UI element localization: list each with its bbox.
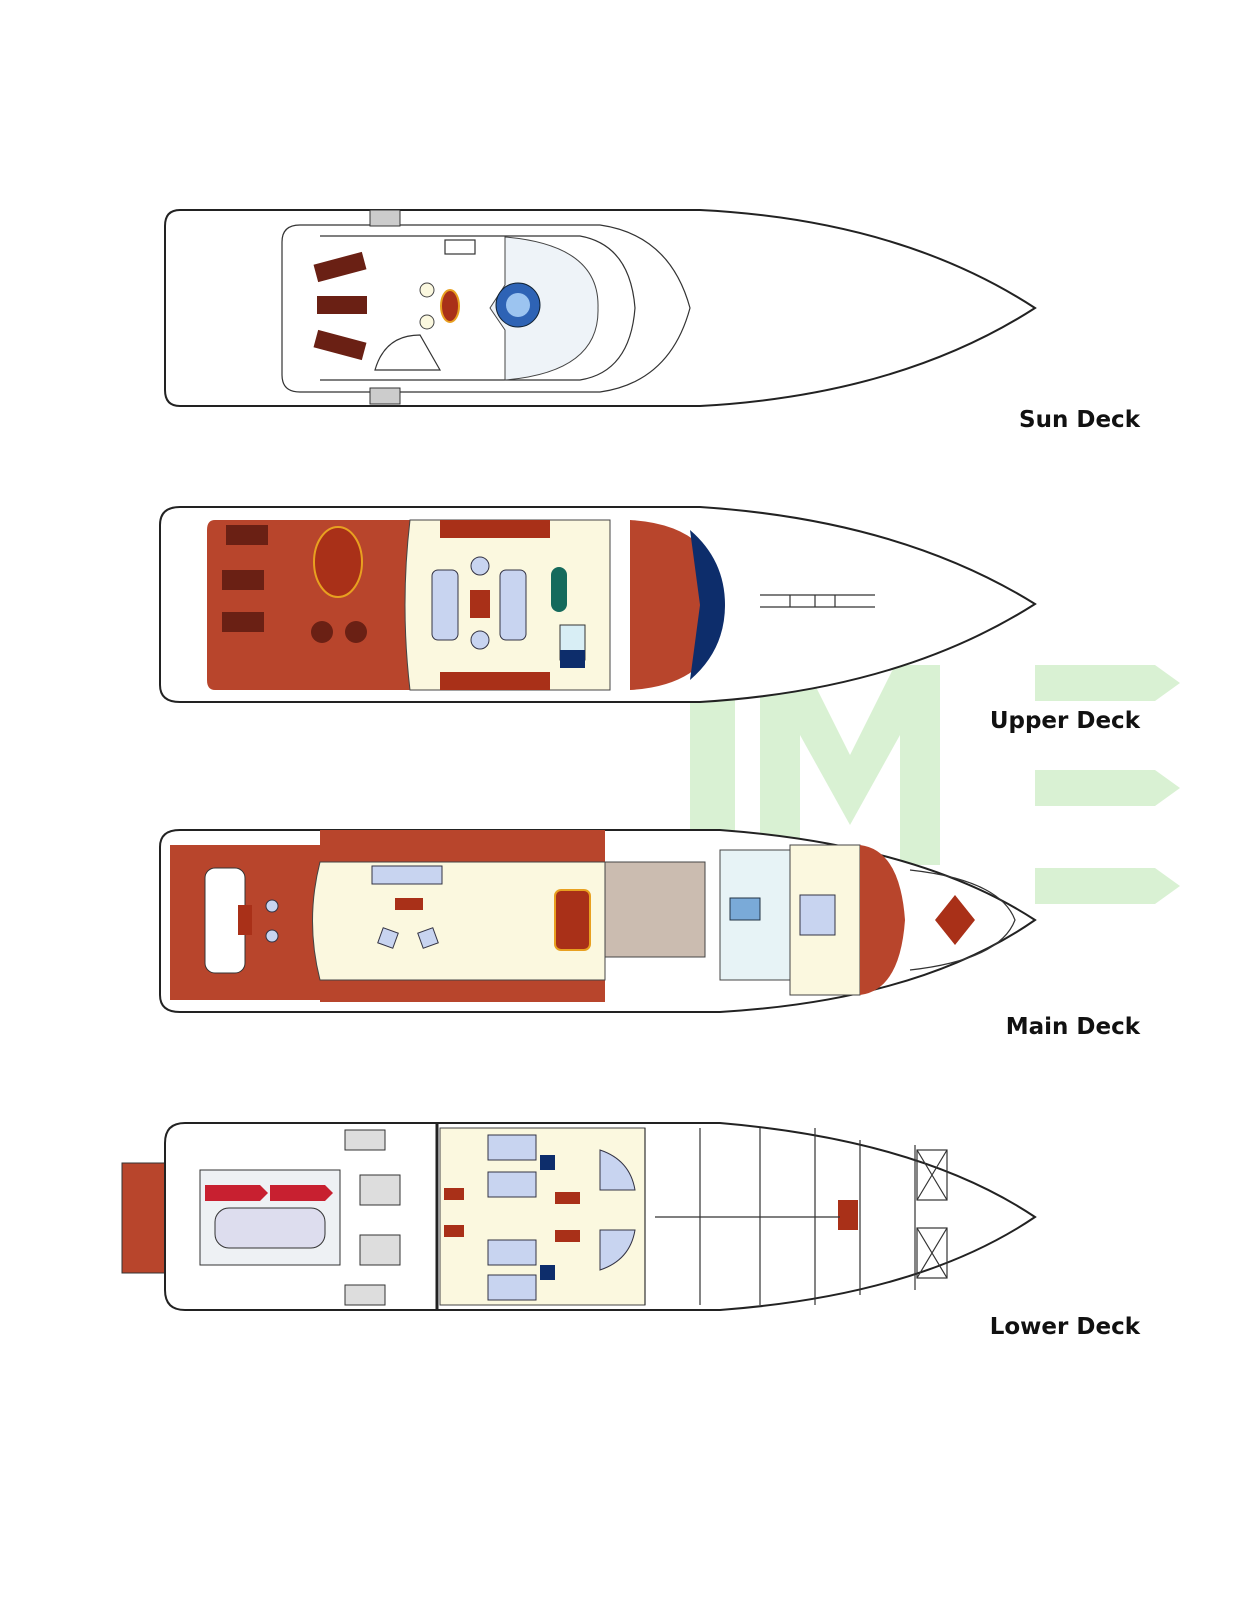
main-deck-plan	[159, 829, 1037, 1013]
upper-deck-plan	[159, 506, 1037, 703]
main-deck-label: Main Deck	[1005, 1014, 1140, 1040]
sun-deck-plan	[164, 209, 1037, 407]
sun-deck-label: Sun Deck	[1019, 407, 1140, 433]
upper-deck-label: Upper Deck	[989, 708, 1140, 734]
lower-deck-plan	[121, 1122, 1037, 1311]
lower-deck-label: Lower Deck	[989, 1314, 1140, 1340]
